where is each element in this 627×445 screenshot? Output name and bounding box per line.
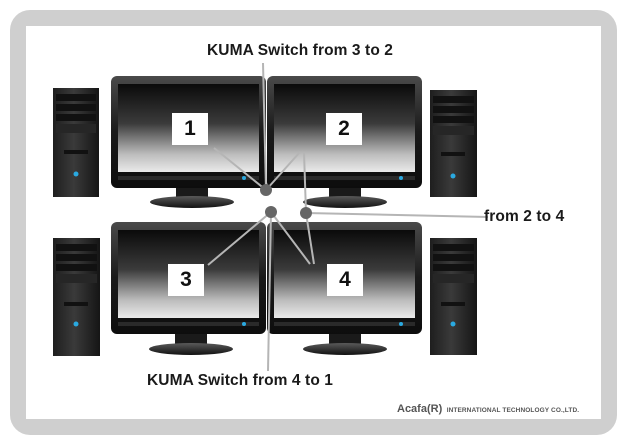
power-led-icon — [399, 322, 403, 326]
power-led-icon — [242, 322, 246, 326]
label-switch-4-to-1: KUMA Switch from 4 to 1 — [147, 372, 334, 389]
company-name: INTERNATIONAL TECHNOLOGY CO.,LTD. — [446, 407, 580, 414]
monitor-number-4: 4 — [327, 264, 363, 296]
pc-tower-top-right — [430, 90, 477, 197]
power-led-icon — [450, 173, 456, 179]
company-footer: Acafa(R) INTERNATIONAL TECHNOLOGY CO.,LT… — [397, 399, 579, 417]
label-from-2-to-4: from 2 to 4 — [484, 208, 565, 225]
connector-right-to-monitor-2 — [303, 151, 307, 214]
power-led-icon — [73, 171, 79, 177]
brand-name: Acafa(R) — [397, 403, 443, 415]
monitor-number-2: 2 — [326, 113, 362, 145]
switch-node-bottom — [265, 206, 277, 218]
connector-lines — [207, 62, 489, 372]
pc-tower-bottom-right — [430, 238, 477, 355]
connector-right-label — [305, 212, 489, 218]
label-switch-3-to-2: KUMA Switch from 3 to 2 — [207, 42, 394, 59]
connector-to-monitor-4 — [270, 211, 311, 265]
connector-to-monitor-2 — [265, 151, 301, 191]
connector-right-to-monitor-4 — [305, 212, 315, 265]
pc-tower-bottom-left — [53, 238, 100, 356]
power-led-icon — [399, 176, 403, 180]
connector-bottom-label — [267, 211, 272, 372]
switch-node-right — [300, 207, 312, 219]
switch-node-top — [260, 184, 272, 196]
pc-tower-top-left — [53, 88, 99, 197]
power-led-icon — [450, 321, 456, 327]
connector-top-label — [262, 62, 267, 191]
connector-to-monitor-1 — [213, 147, 267, 191]
power-led-icon — [242, 176, 246, 180]
power-led-icon — [73, 321, 79, 327]
monitor-number-1: 1 — [172, 113, 208, 145]
connector-to-monitor-3 — [207, 211, 272, 266]
monitor-number-3: 3 — [168, 264, 204, 296]
